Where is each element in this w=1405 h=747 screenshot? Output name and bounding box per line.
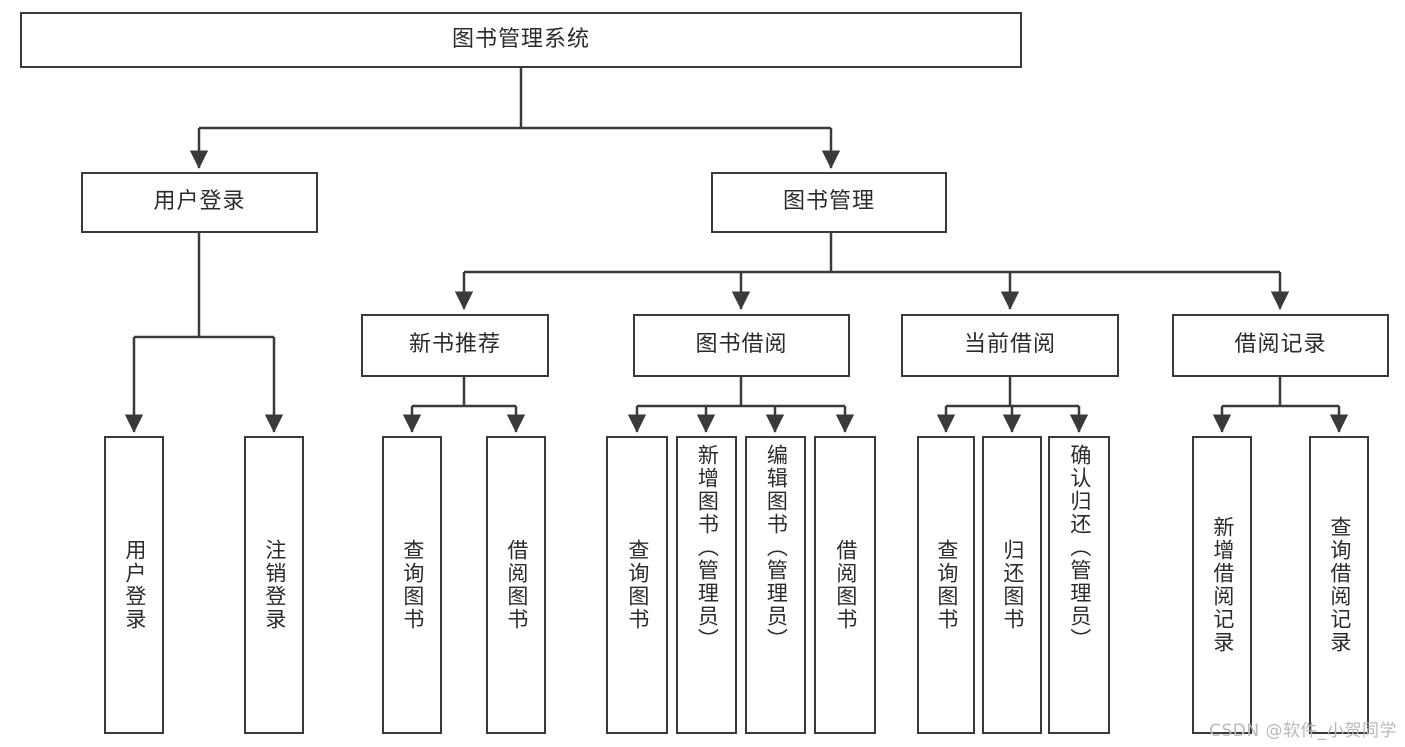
node-current-borrow[interactable]: 当前借阅: [901, 314, 1119, 377]
node-leaf-query-book-3[interactable]: 查询图书: [917, 436, 975, 734]
node-leaf-query-book-1-label: 查询图书: [400, 539, 425, 631]
watermark: CSDN @软件_小贺同学: [1209, 721, 1397, 741]
node-leaf-return-book-label: 归还图书: [1000, 539, 1025, 631]
node-leaf-borrow-book-1-label: 借阅图书: [504, 539, 529, 631]
node-book-borrow[interactable]: 图书借阅: [633, 314, 850, 377]
node-leaf-user-login-label: 用户登录: [122, 539, 147, 631]
node-user-login[interactable]: 用户登录: [81, 172, 318, 233]
node-user-login-label: 用户登录: [153, 189, 246, 215]
node-book-manage-label: 图书管理: [782, 189, 875, 215]
node-leaf-user-login[interactable]: 用户登录: [104, 436, 164, 734]
node-leaf-borrow-book-2[interactable]: 借阅图书: [814, 436, 876, 734]
node-leaf-logout[interactable]: 注销登录: [244, 436, 304, 734]
node-current-borrow-label: 当前借阅: [963, 332, 1056, 358]
node-root-label: 图书管理系统: [451, 26, 590, 52]
node-borrow-record[interactable]: 借阅记录: [1172, 314, 1389, 377]
node-leaf-query-book-1[interactable]: 查询图书: [382, 436, 442, 734]
node-leaf-edit-book-admin[interactable]: 编辑图书（管理员）: [745, 436, 806, 734]
node-leaf-borrow-book-2-label: 借阅图书: [833, 539, 858, 631]
node-leaf-add-record-label: 新增借阅记录: [1210, 516, 1235, 654]
node-leaf-confirm-return-admin-label: 确认归还（管理员）: [1067, 444, 1092, 651]
node-new-book-rec-label: 新书推荐: [408, 332, 501, 358]
node-leaf-query-book-3-label: 查询图书: [934, 539, 959, 631]
node-book-manage[interactable]: 图书管理: [711, 172, 947, 233]
node-root[interactable]: 图书管理系统: [20, 12, 1022, 68]
node-leaf-return-book[interactable]: 归还图书: [982, 436, 1042, 734]
node-new-book-rec[interactable]: 新书推荐: [361, 314, 549, 377]
node-leaf-add-record[interactable]: 新增借阅记录: [1192, 436, 1252, 734]
node-leaf-query-book-2-label: 查询图书: [625, 539, 650, 631]
node-leaf-add-book-admin[interactable]: 新增图书（管理员）: [676, 436, 737, 734]
node-leaf-edit-book-admin-label: 编辑图书（管理员）: [764, 444, 789, 651]
node-leaf-add-book-admin-label: 新增图书（管理员）: [695, 444, 720, 651]
node-book-borrow-label: 图书借阅: [695, 332, 788, 358]
node-leaf-logout-label: 注销登录: [262, 539, 287, 631]
node-leaf-query-record[interactable]: 查询借阅记录: [1309, 436, 1369, 734]
node-leaf-confirm-return-admin[interactable]: 确认归还（管理员）: [1048, 436, 1110, 734]
node-leaf-borrow-book-1[interactable]: 借阅图书: [486, 436, 546, 734]
node-leaf-query-record-label: 查询借阅记录: [1327, 516, 1352, 654]
node-borrow-record-label: 借阅记录: [1234, 332, 1327, 358]
node-leaf-query-book-2[interactable]: 查询图书: [606, 436, 668, 734]
